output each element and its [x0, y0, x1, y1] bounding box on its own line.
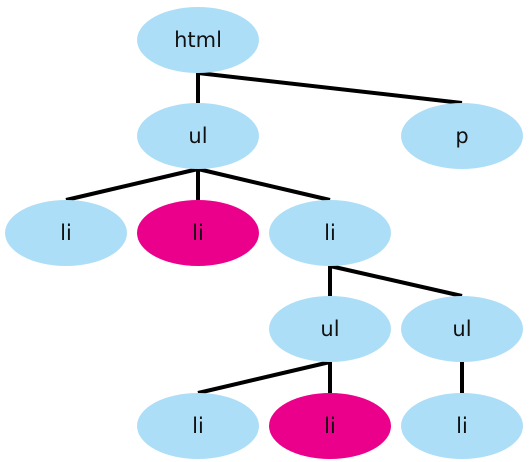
edge-ul-1-to-li-3	[197, 167, 331, 202]
node-shape-p	[401, 103, 523, 169]
node-label-li-1: li	[60, 221, 72, 245]
node-li-6: li	[401, 393, 523, 459]
edge-li-3-to-ul-3	[329, 264, 463, 298]
node-shape-li-1	[5, 200, 127, 266]
node-label-ul-3: ul	[452, 317, 471, 341]
node-shape-ul-2	[269, 296, 391, 362]
edge-html-to-p	[197, 71, 463, 105]
node-label-ul-2: ul	[320, 317, 339, 341]
node-p: p	[401, 103, 523, 169]
node-shape-ul-3	[401, 296, 523, 362]
node-label-li-2: li	[192, 221, 204, 245]
node-li-4: li	[137, 393, 259, 459]
node-li-5: li	[269, 393, 391, 459]
node-shape-li-2	[137, 200, 259, 266]
node-li-2: li	[137, 200, 259, 266]
node-shape-li-5	[269, 393, 391, 459]
node-label-li-4: li	[192, 414, 204, 438]
tree-edges	[65, 71, 464, 395]
node-shape-li-6	[401, 393, 523, 459]
edge-ul-1-to-li-1	[65, 167, 199, 202]
node-li-3: li	[269, 200, 391, 266]
node-html: html	[137, 7, 259, 73]
edge-ul-2-to-li-4	[197, 360, 331, 395]
node-shape-ul-1	[137, 103, 259, 169]
node-shape-li-4	[137, 393, 259, 459]
node-ul-2: ul	[269, 296, 391, 362]
node-shape-li-3	[269, 200, 391, 266]
node-ul-1: ul	[137, 103, 259, 169]
node-label-html: html	[174, 28, 222, 52]
tree-nodes: html ul p li li li ul ul li li li	[5, 7, 523, 459]
node-li-1: li	[5, 200, 127, 266]
node-label-li-6: li	[456, 414, 468, 438]
node-shape-html	[137, 7, 259, 73]
node-label-p: p	[455, 124, 468, 148]
node-label-ul-1: ul	[188, 124, 207, 148]
node-label-li-5: li	[324, 414, 336, 438]
node-ul-3: ul	[401, 296, 523, 362]
node-label-li-3: li	[324, 221, 336, 245]
